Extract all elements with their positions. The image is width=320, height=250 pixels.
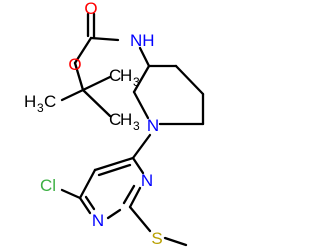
atom-ch3-c-c: C: [109, 110, 121, 129]
bond-o-tbu: [73, 61, 85, 92]
atom-n-pyrimidine-top: N: [141, 171, 153, 190]
bond-ring-2: [174, 64, 205, 96]
atom-ch3-b-h: H: [24, 92, 36, 111]
bond-c-cl: [60, 188, 82, 200]
bond-tbu-ch3-a: [81, 75, 112, 92]
atom-ch3-a-h: H: [120, 66, 132, 85]
atom-ch3-c-sub: 3: [133, 119, 140, 133]
atom-ch3-b-c: C: [44, 92, 56, 111]
bond-pyr-4: [106, 208, 122, 220]
bond-ring-5: [132, 64, 151, 94]
atom-ch3-c-h: H: [120, 110, 132, 129]
bond-carbamate-c-n: [89, 36, 120, 42]
bond-pyr-1-double: [97, 163, 132, 177]
atom-ch3-b-sub: 3: [37, 101, 44, 115]
atom-ch3-a-c: C: [109, 66, 121, 85]
atom-n-piperidine: N: [147, 116, 159, 135]
atom-ch3-a-sub: 3: [133, 75, 140, 89]
bond-pyr-1: [93, 156, 135, 172]
bond-tbu-ch3-b: [60, 88, 85, 102]
bond-ring-6: [132, 90, 150, 120]
bond-carbamate-c-o: [73, 36, 93, 65]
bond-nh-ring: [138, 46, 151, 68]
bond-pyr-3: [78, 196, 92, 215]
atom-cl: Cl: [40, 176, 56, 195]
atom-s: S: [151, 229, 162, 248]
bond-pyr-2: [78, 168, 97, 200]
bond-n-pyrimidine: [131, 133, 152, 160]
bond-tbu-ch3-c: [81, 88, 112, 118]
bond-pyr-5-double: [122, 184, 136, 205]
atom-nh: NH: [130, 31, 155, 50]
atom-o-ester: O: [68, 55, 81, 74]
bond-pyr-5: [128, 186, 142, 209]
bonds: [60, 12, 205, 247]
bond-s-ch3: [163, 236, 188, 247]
molecule-structure: O O NH C H 3 H 3 C C H 3 N Cl N N S: [24, 0, 205, 248]
atom-n-pyrimidine-bottom: N: [92, 211, 104, 230]
bond-c-s: [128, 205, 152, 233]
atom-labels: O O NH C H 3 H 3 C C H 3 N Cl N N S: [24, 0, 163, 248]
bond-pyr-3-double: [84, 195, 96, 211]
bond-pyr-6: [131, 156, 145, 175]
atom-o-carbonyl: O: [84, 0, 97, 18]
